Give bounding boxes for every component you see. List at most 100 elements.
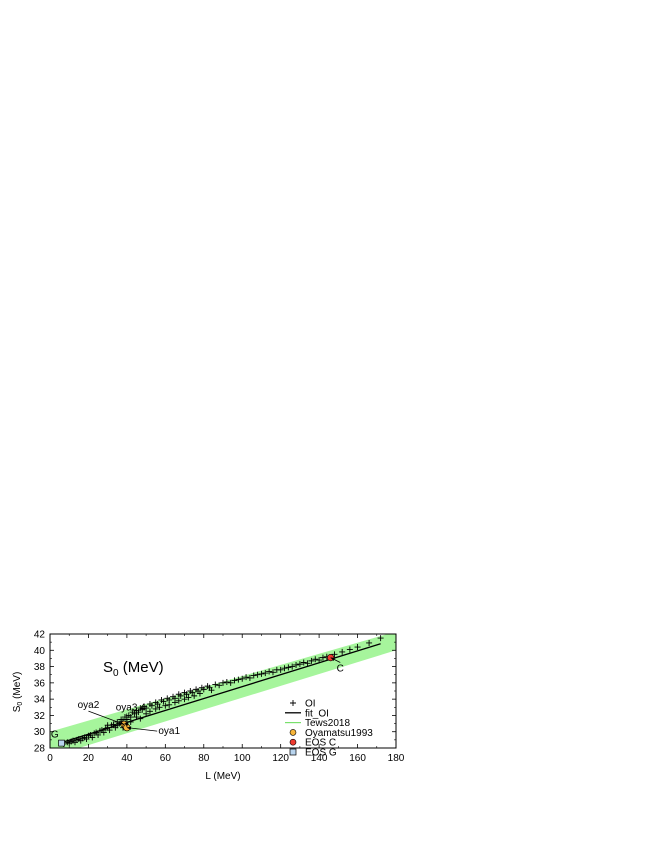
oi-point — [162, 702, 169, 709]
annotation-arrowhead — [125, 722, 129, 727]
annotation-label: G — [51, 729, 59, 740]
oi-point — [104, 722, 111, 729]
oi-point — [331, 651, 338, 658]
oi-point — [166, 701, 173, 708]
oi-point — [223, 679, 230, 686]
x-tick-label: 40 — [121, 753, 133, 764]
legend-symbol-oyamatsu — [289, 729, 297, 736]
eos-g-point — [58, 739, 65, 747]
oi-point — [171, 699, 178, 706]
oi-point — [289, 663, 296, 670]
oi-point — [189, 689, 196, 696]
oi-point — [177, 692, 184, 699]
oi-point — [196, 690, 203, 697]
oi-point — [191, 692, 198, 699]
annotation-arrow — [88, 710, 125, 725]
x-tick-label: 160 — [349, 753, 366, 764]
oi-point — [296, 661, 303, 668]
oi-point — [231, 677, 238, 684]
oi-point — [148, 702, 155, 709]
oi-point — [293, 661, 300, 668]
y-tick-label: 36 — [34, 678, 46, 689]
oi-point — [95, 731, 102, 738]
x-tick-label: 60 — [160, 753, 172, 764]
x-axis-label: L (MeV) — [205, 771, 240, 782]
y-tick-label: 40 — [34, 646, 46, 657]
annotation-label: oya2 — [78, 700, 100, 711]
oi-point — [139, 706, 146, 713]
oi-point — [308, 657, 315, 664]
legend-label: fit_OI — [305, 708, 329, 719]
oi-point — [183, 691, 190, 698]
oi-point — [377, 635, 384, 642]
annotation-arrowhead — [126, 726, 132, 730]
legend-label: EOS G — [305, 748, 337, 759]
inset-title: S0 (MeV) — [103, 659, 164, 679]
oi-point — [212, 681, 219, 688]
legend-symbol-oi — [290, 700, 296, 706]
oi-point — [175, 697, 182, 704]
y-tick-label: 28 — [34, 744, 46, 755]
legend-label: Oyamatsu1993 — [305, 728, 373, 739]
legend-label: OI — [305, 699, 316, 710]
oi-point — [250, 672, 257, 679]
x-tick-label: 0 — [47, 753, 53, 764]
oi-point — [354, 644, 361, 651]
legend-symbol-eos-c — [289, 738, 297, 746]
oi-point — [316, 657, 323, 664]
oi-point — [146, 708, 153, 715]
oi-point — [220, 679, 226, 686]
oi-point — [346, 646, 353, 653]
fit-oi-line-path — [59, 643, 381, 744]
oi-point — [200, 686, 207, 693]
oi-point — [208, 687, 215, 694]
oi-point — [269, 669, 276, 676]
x-tick-label: 140 — [311, 753, 328, 764]
oi-point — [285, 664, 292, 671]
oi-point — [312, 656, 319, 663]
oi-point — [262, 670, 269, 677]
y-tick-label: 38 — [34, 662, 46, 673]
fit-oi-line — [59, 643, 381, 744]
annotation-label: oya1 — [158, 726, 180, 737]
oi-point — [143, 705, 150, 712]
legend-label: Tews2018 — [305, 718, 350, 729]
legend-symbol-eos-g — [289, 748, 297, 756]
oi-points — [60, 635, 384, 747]
oi-point — [83, 736, 90, 743]
oi-point — [100, 729, 107, 736]
legend-label: EOS C — [305, 738, 336, 749]
oi-point — [300, 659, 307, 666]
oi-point — [131, 710, 138, 717]
oi-point — [281, 665, 288, 672]
oi-point — [304, 660, 311, 667]
x-tick-label: 80 — [198, 753, 210, 764]
y-tick-label: 30 — [34, 727, 46, 738]
annotation-label: oya3,4 — [116, 703, 146, 714]
oi-point — [277, 666, 284, 673]
oi-point — [89, 734, 96, 741]
oi-point — [227, 679, 234, 686]
y-tick-label: 32 — [34, 711, 46, 722]
annotation-arrowhead — [330, 657, 336, 662]
oi-point — [239, 675, 246, 682]
oi-point — [339, 648, 346, 655]
x-tick-label: 120 — [272, 753, 289, 764]
oi-point — [235, 676, 242, 683]
oi-point — [181, 696, 188, 703]
oi-point — [258, 670, 265, 677]
oi-point — [160, 698, 167, 705]
oi-point — [246, 674, 253, 681]
x-tick-label: 100 — [234, 753, 251, 764]
oi-point — [154, 701, 161, 708]
oi-point — [185, 694, 192, 701]
oi-point — [243, 674, 250, 681]
oi-point — [135, 709, 142, 716]
oi-point — [366, 639, 373, 646]
oi-point — [254, 671, 261, 678]
annotation-arrowhead — [119, 721, 125, 725]
y-tick-label: 42 — [34, 630, 46, 641]
oi-point — [266, 668, 273, 675]
